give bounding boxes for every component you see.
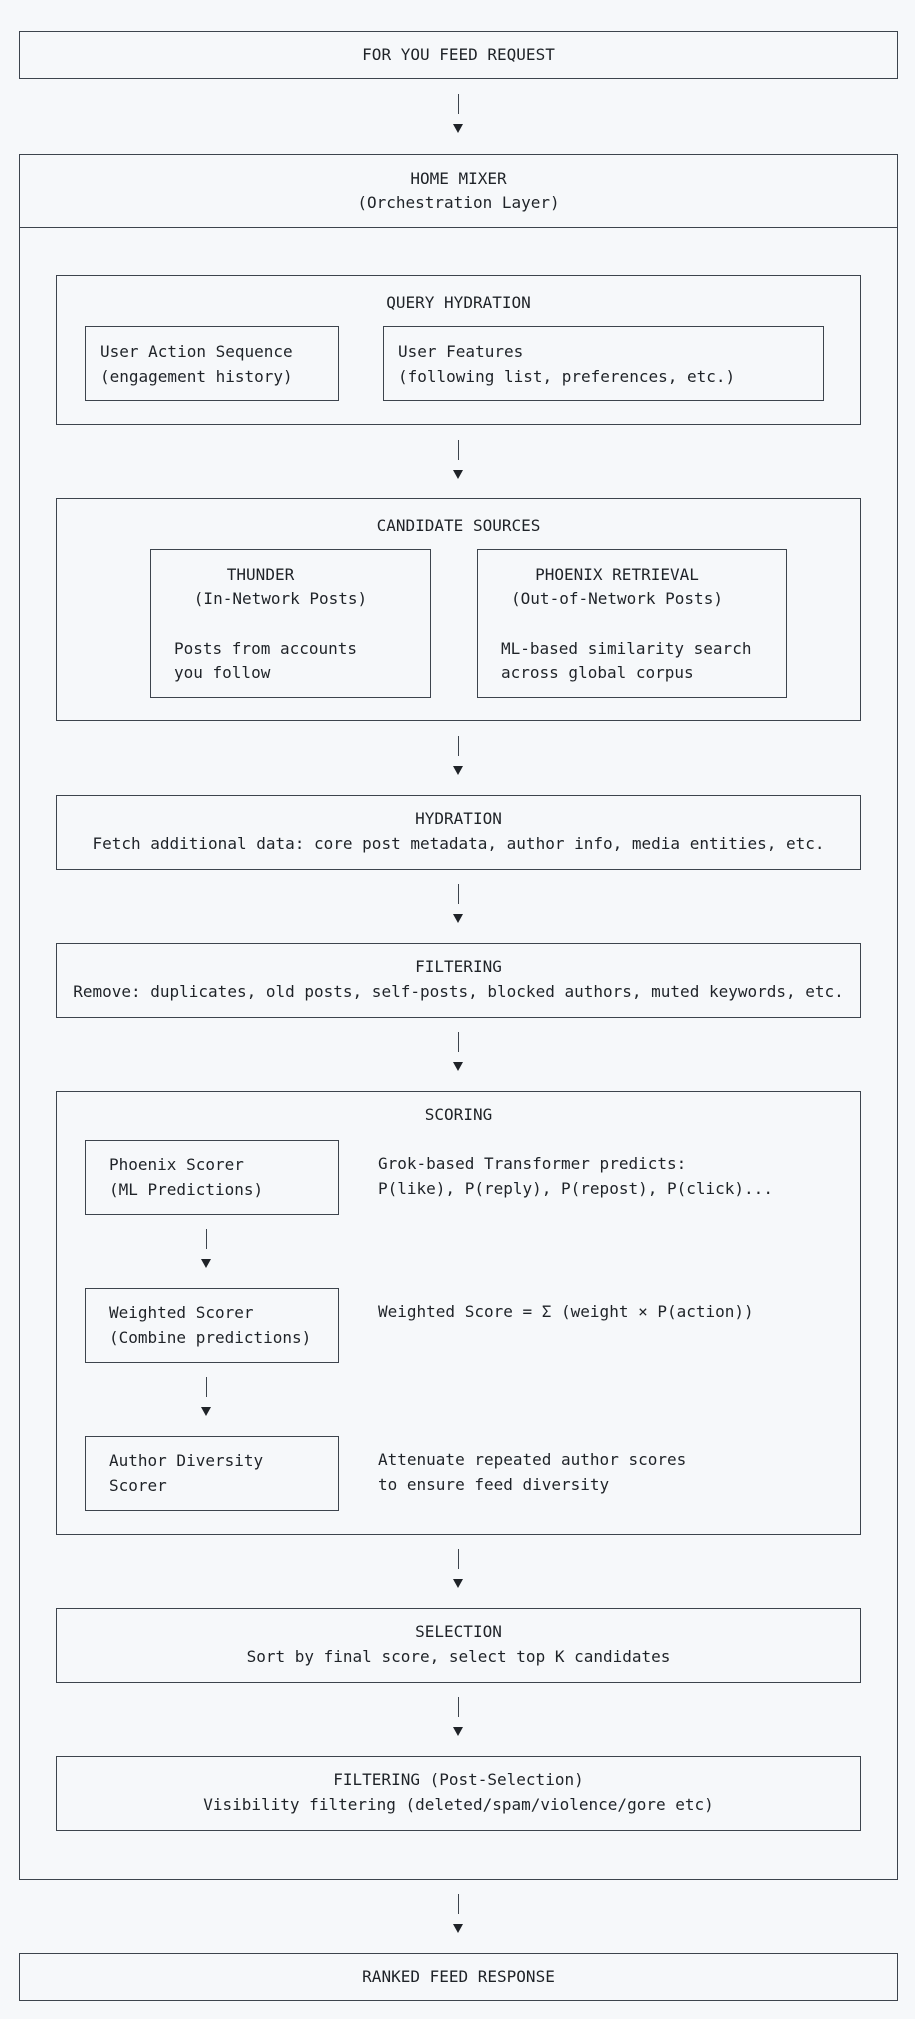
thunder-desc-line2: you follow xyxy=(174,663,271,682)
arrow-line xyxy=(206,1229,207,1249)
phoenix-scorer-box: Phoenix Scorer (ML Predictions) xyxy=(85,1140,339,1215)
feed-request-box: FOR YOU FEED REQUEST xyxy=(19,31,898,79)
home-mixer-subtitle: (Orchestration Layer) xyxy=(357,193,560,212)
phoenix-desc-line2: across global corpus xyxy=(501,663,694,682)
phoenix-retrieval-title: PHOENIX RETRIEVAL xyxy=(535,565,699,584)
ranked-feed-response-label: RANKED FEED RESPONSE xyxy=(362,1967,555,1986)
post-filtering-desc: Visibility filtering (deleted/spam/viole… xyxy=(203,1795,714,1814)
user-action-subtitle: (engagement history) xyxy=(100,367,293,386)
scoring-title: SCORING xyxy=(424,1105,493,1124)
phoenix-desc-line1: ML-based similarity search xyxy=(501,639,752,658)
diversity-scorer-note-line2: to ensure feed diversity xyxy=(378,1475,610,1494)
user-action-label: User Action Sequence xyxy=(100,342,293,361)
arrow-down-icon xyxy=(453,124,463,133)
author-diversity-scorer-box: Author Diversity Scorer xyxy=(85,1436,339,1511)
phoenix-scorer-label: Phoenix Scorer xyxy=(109,1155,244,1174)
weighted-scorer-label: Weighted Scorer xyxy=(109,1303,254,1322)
selection-desc: Sort by final score, select top K candid… xyxy=(246,1647,671,1666)
arrow-line xyxy=(458,1032,459,1052)
phoenix-scorer-note-line2: P(like), P(reply), P(repost), P(click)..… xyxy=(378,1179,773,1198)
home-mixer-divider xyxy=(20,227,897,228)
weighted-scorer-note: Weighted Score = Σ (weight × P(action)) xyxy=(378,1302,754,1321)
arrow-down-icon xyxy=(453,1062,463,1071)
home-mixer-title: HOME MIXER xyxy=(410,169,507,188)
post-selection-filtering-box: FILTERING (Post-Selection) Visibility fi… xyxy=(56,1756,861,1831)
diversity-scorer-label-line2: Scorer xyxy=(109,1476,167,1495)
arrow-line xyxy=(458,1894,459,1914)
hydration-box: HYDRATION Fetch additional data: core po… xyxy=(56,795,861,870)
query-hydration-title: QUERY HYDRATION xyxy=(386,293,531,312)
scoring-box: SCORING Phoenix Scorer (ML Predictions) … xyxy=(56,1091,861,1535)
arrow-down-icon xyxy=(201,1407,211,1416)
arrow-down-icon xyxy=(453,766,463,775)
diversity-scorer-label: Author Diversity xyxy=(109,1451,264,1470)
filtering-box: FILTERING Remove: duplicates, old posts,… xyxy=(56,943,861,1018)
hydration-desc: Fetch additional data: core post metadat… xyxy=(92,834,825,853)
post-filtering-title: FILTERING (Post-Selection) xyxy=(333,1770,584,1789)
candidate-sources-box: CANDIDATE SOURCES THUNDER (In-Network Po… xyxy=(56,498,861,721)
arrow-down-icon xyxy=(453,1579,463,1588)
arrow-down-icon xyxy=(453,470,463,479)
arrow-line xyxy=(458,1549,459,1569)
user-features-subtitle: (following list, preferences, etc.) xyxy=(398,367,736,386)
thunder-subtitle: (In-Network Posts) xyxy=(193,589,368,608)
user-features-box: User Features (following list, preferenc… xyxy=(383,326,824,401)
thunder-desc-line1: Posts from accounts xyxy=(174,639,358,658)
home-mixer-box: HOME MIXER (Orchestration Layer) xyxy=(19,154,898,1880)
arrow-line xyxy=(458,440,459,460)
user-features-label: User Features xyxy=(398,342,524,361)
arrow-down-icon xyxy=(453,914,463,923)
filtering-title: FILTERING xyxy=(415,957,502,976)
selection-box: SELECTION Sort by final score, select to… xyxy=(56,1608,861,1683)
phoenix-scorer-subtitle: (ML Predictions) xyxy=(109,1180,264,1199)
ranked-feed-response-box: RANKED FEED RESPONSE xyxy=(19,1953,898,2001)
weighted-scorer-box: Weighted Scorer (Combine predictions) xyxy=(85,1288,339,1363)
thunder-box: THUNDER (In-Network Posts) Posts from ac… xyxy=(150,549,431,698)
diversity-scorer-note-line1: Attenuate repeated author scores xyxy=(378,1450,687,1469)
arrow-line xyxy=(458,94,459,114)
thunder-title: THUNDER xyxy=(226,565,295,584)
filtering-desc: Remove: duplicates, old posts, self-post… xyxy=(73,982,844,1001)
selection-title: SELECTION xyxy=(415,1622,502,1641)
arrow-line xyxy=(458,1697,459,1717)
arrow-line xyxy=(206,1377,207,1397)
hydration-title: HYDRATION xyxy=(415,809,502,828)
arrow-line xyxy=(458,884,459,904)
candidate-sources-title: CANDIDATE SOURCES xyxy=(376,516,541,535)
feed-request-label: FOR YOU FEED REQUEST xyxy=(362,45,555,64)
arrow-down-icon xyxy=(201,1259,211,1268)
arrow-down-icon xyxy=(453,1924,463,1933)
phoenix-scorer-note-line1: Grok-based Transformer predicts: xyxy=(378,1154,687,1173)
phoenix-retrieval-box: PHOENIX RETRIEVAL (Out-of-Network Posts)… xyxy=(477,549,787,698)
user-action-sequence-box: User Action Sequence (engagement history… xyxy=(85,326,339,401)
arrow-line xyxy=(458,736,459,756)
arrow-down-icon xyxy=(453,1727,463,1736)
query-hydration-box: QUERY HYDRATION User Action Sequence (en… xyxy=(56,275,861,425)
phoenix-retrieval-subtitle: (Out-of-Network Posts) xyxy=(511,589,723,608)
weighted-scorer-subtitle: (Combine predictions) xyxy=(109,1328,312,1347)
